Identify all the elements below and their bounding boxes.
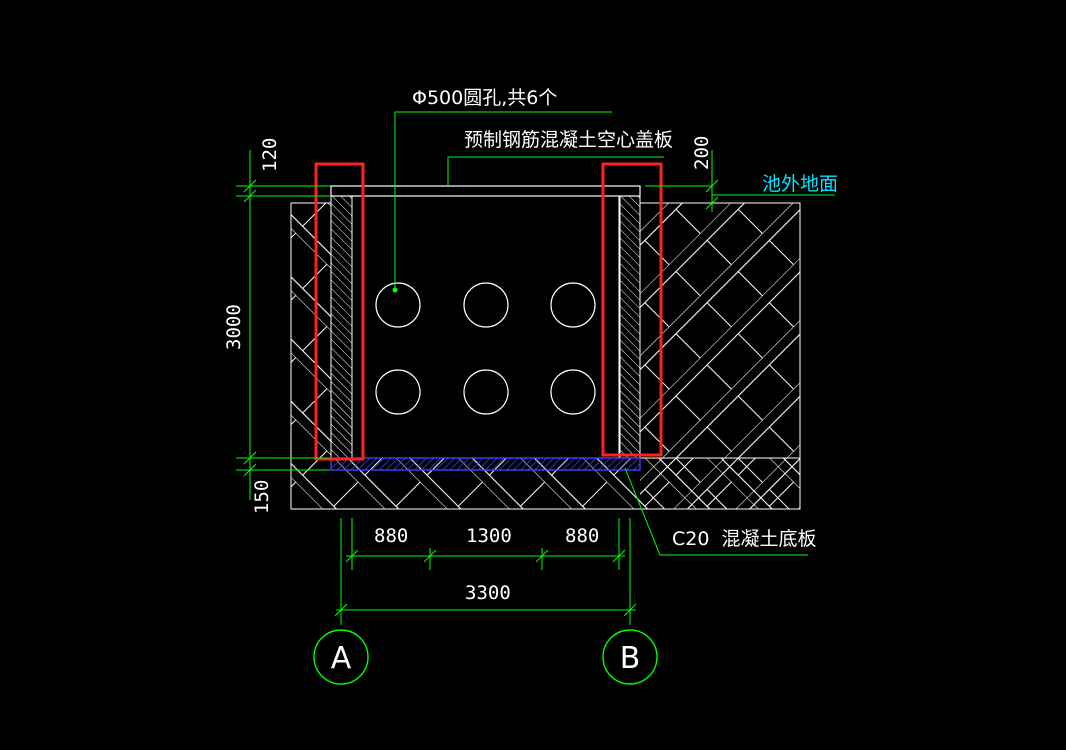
hole <box>463 369 509 415</box>
hole-leader <box>394 111 612 290</box>
right-wall <box>618 195 641 459</box>
dim-base-thickness: 150 <box>251 480 273 514</box>
cover-slab-label: 预制钢筋混凝土空心盖板 <box>464 129 673 151</box>
cover-slab <box>330 185 641 197</box>
axis-markers <box>313 629 658 685</box>
highlight-left-wall <box>314 162 365 461</box>
axis-b-label: B <box>620 641 641 676</box>
outside-ground-label: 池外地面 <box>762 173 838 195</box>
hole <box>550 282 596 328</box>
dim-bottom-left: 880 <box>374 525 408 547</box>
circular-holes <box>375 282 596 415</box>
axis-b-bubble <box>602 629 658 685</box>
left-wall <box>330 195 353 459</box>
hole <box>375 282 421 328</box>
soil-left <box>290 202 332 459</box>
dim-bottom-right: 880 <box>565 525 599 547</box>
highlight-right-wall <box>601 162 663 457</box>
hole <box>550 369 596 415</box>
dim-cover-thickness: 120 <box>259 138 281 172</box>
hole-note: Φ500圆孔,共6个 <box>412 87 557 109</box>
hole-leader-dot <box>392 287 398 293</box>
dim-total-width: 3300 <box>465 582 511 604</box>
soil-bottom-right <box>640 458 800 509</box>
dim-ground-offset: 200 <box>691 136 713 170</box>
base-slab-label: C20 混凝土底板 <box>672 528 817 550</box>
dim-bottom-middle: 1300 <box>466 525 512 547</box>
left-dimensions <box>236 150 330 500</box>
cover-leader <box>447 156 664 186</box>
base-slab <box>330 457 641 471</box>
axis-a-bubble <box>313 629 369 685</box>
leader-lines <box>392 111 835 556</box>
axis-a-label: A <box>331 641 352 676</box>
soil-right <box>639 202 801 459</box>
hole <box>463 282 509 328</box>
dim-depth: 3000 <box>223 304 245 350</box>
bottom-dimensions <box>334 518 637 625</box>
base-leader <box>624 467 808 556</box>
hole <box>375 369 421 415</box>
ground-dimension <box>645 150 719 212</box>
